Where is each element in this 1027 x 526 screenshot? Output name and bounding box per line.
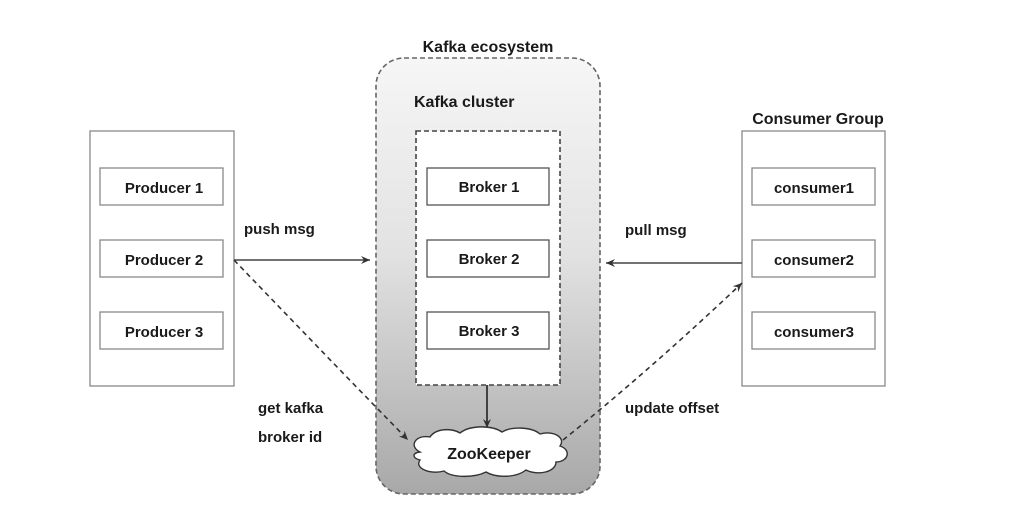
push-msg-label: push msg [244, 221, 315, 238]
svg-text:Producer 1: Producer 1 [125, 180, 203, 197]
broker-1[interactable]: Broker 1 [426, 167, 550, 206]
broker-3[interactable]: Broker 3 [426, 311, 550, 350]
svg-text:Producer 3: Producer 3 [125, 324, 203, 341]
svg-text:Broker 1: Broker 1 [459, 179, 520, 196]
svg-text:consumer3: consumer3 [774, 324, 854, 341]
broker-2[interactable]: Broker 2 [426, 239, 550, 278]
update-offset-label: update offset [625, 400, 719, 417]
get-broker-id-label-2: broker id [258, 429, 322, 446]
zookeeper-node[interactable]: ZooKeeper [413, 426, 568, 478]
cloud-shape [413, 426, 568, 478]
svg-text:Producer 2: Producer 2 [125, 252, 203, 269]
consumer-group-title: Consumer Group [752, 111, 884, 128]
update-offset-arrow [562, 282, 743, 441]
producer-2[interactable]: Producer 2 [99, 239, 224, 278]
svg-text:Broker 2: Broker 2 [459, 251, 520, 268]
pull-msg-label: pull msg [625, 222, 687, 239]
consumer-3[interactable]: consumer3 [751, 311, 876, 350]
svg-text:Broker 3: Broker 3 [459, 323, 520, 340]
svg-text:consumer1: consumer1 [774, 180, 854, 197]
get-broker-id-label-1: get kafka [258, 400, 324, 417]
producer-1[interactable]: Producer 1 [99, 167, 224, 206]
cluster-title: Kafka cluster [414, 94, 515, 111]
consumer-2[interactable]: consumer2 [751, 239, 876, 278]
ecosystem-title: Kafka ecosystem [423, 39, 554, 56]
svg-text:ZooKeeper: ZooKeeper [447, 446, 531, 463]
producer-3[interactable]: Producer 3 [99, 311, 224, 350]
consumer-1[interactable]: consumer1 [751, 167, 876, 206]
svg-text:consumer2: consumer2 [774, 252, 854, 269]
